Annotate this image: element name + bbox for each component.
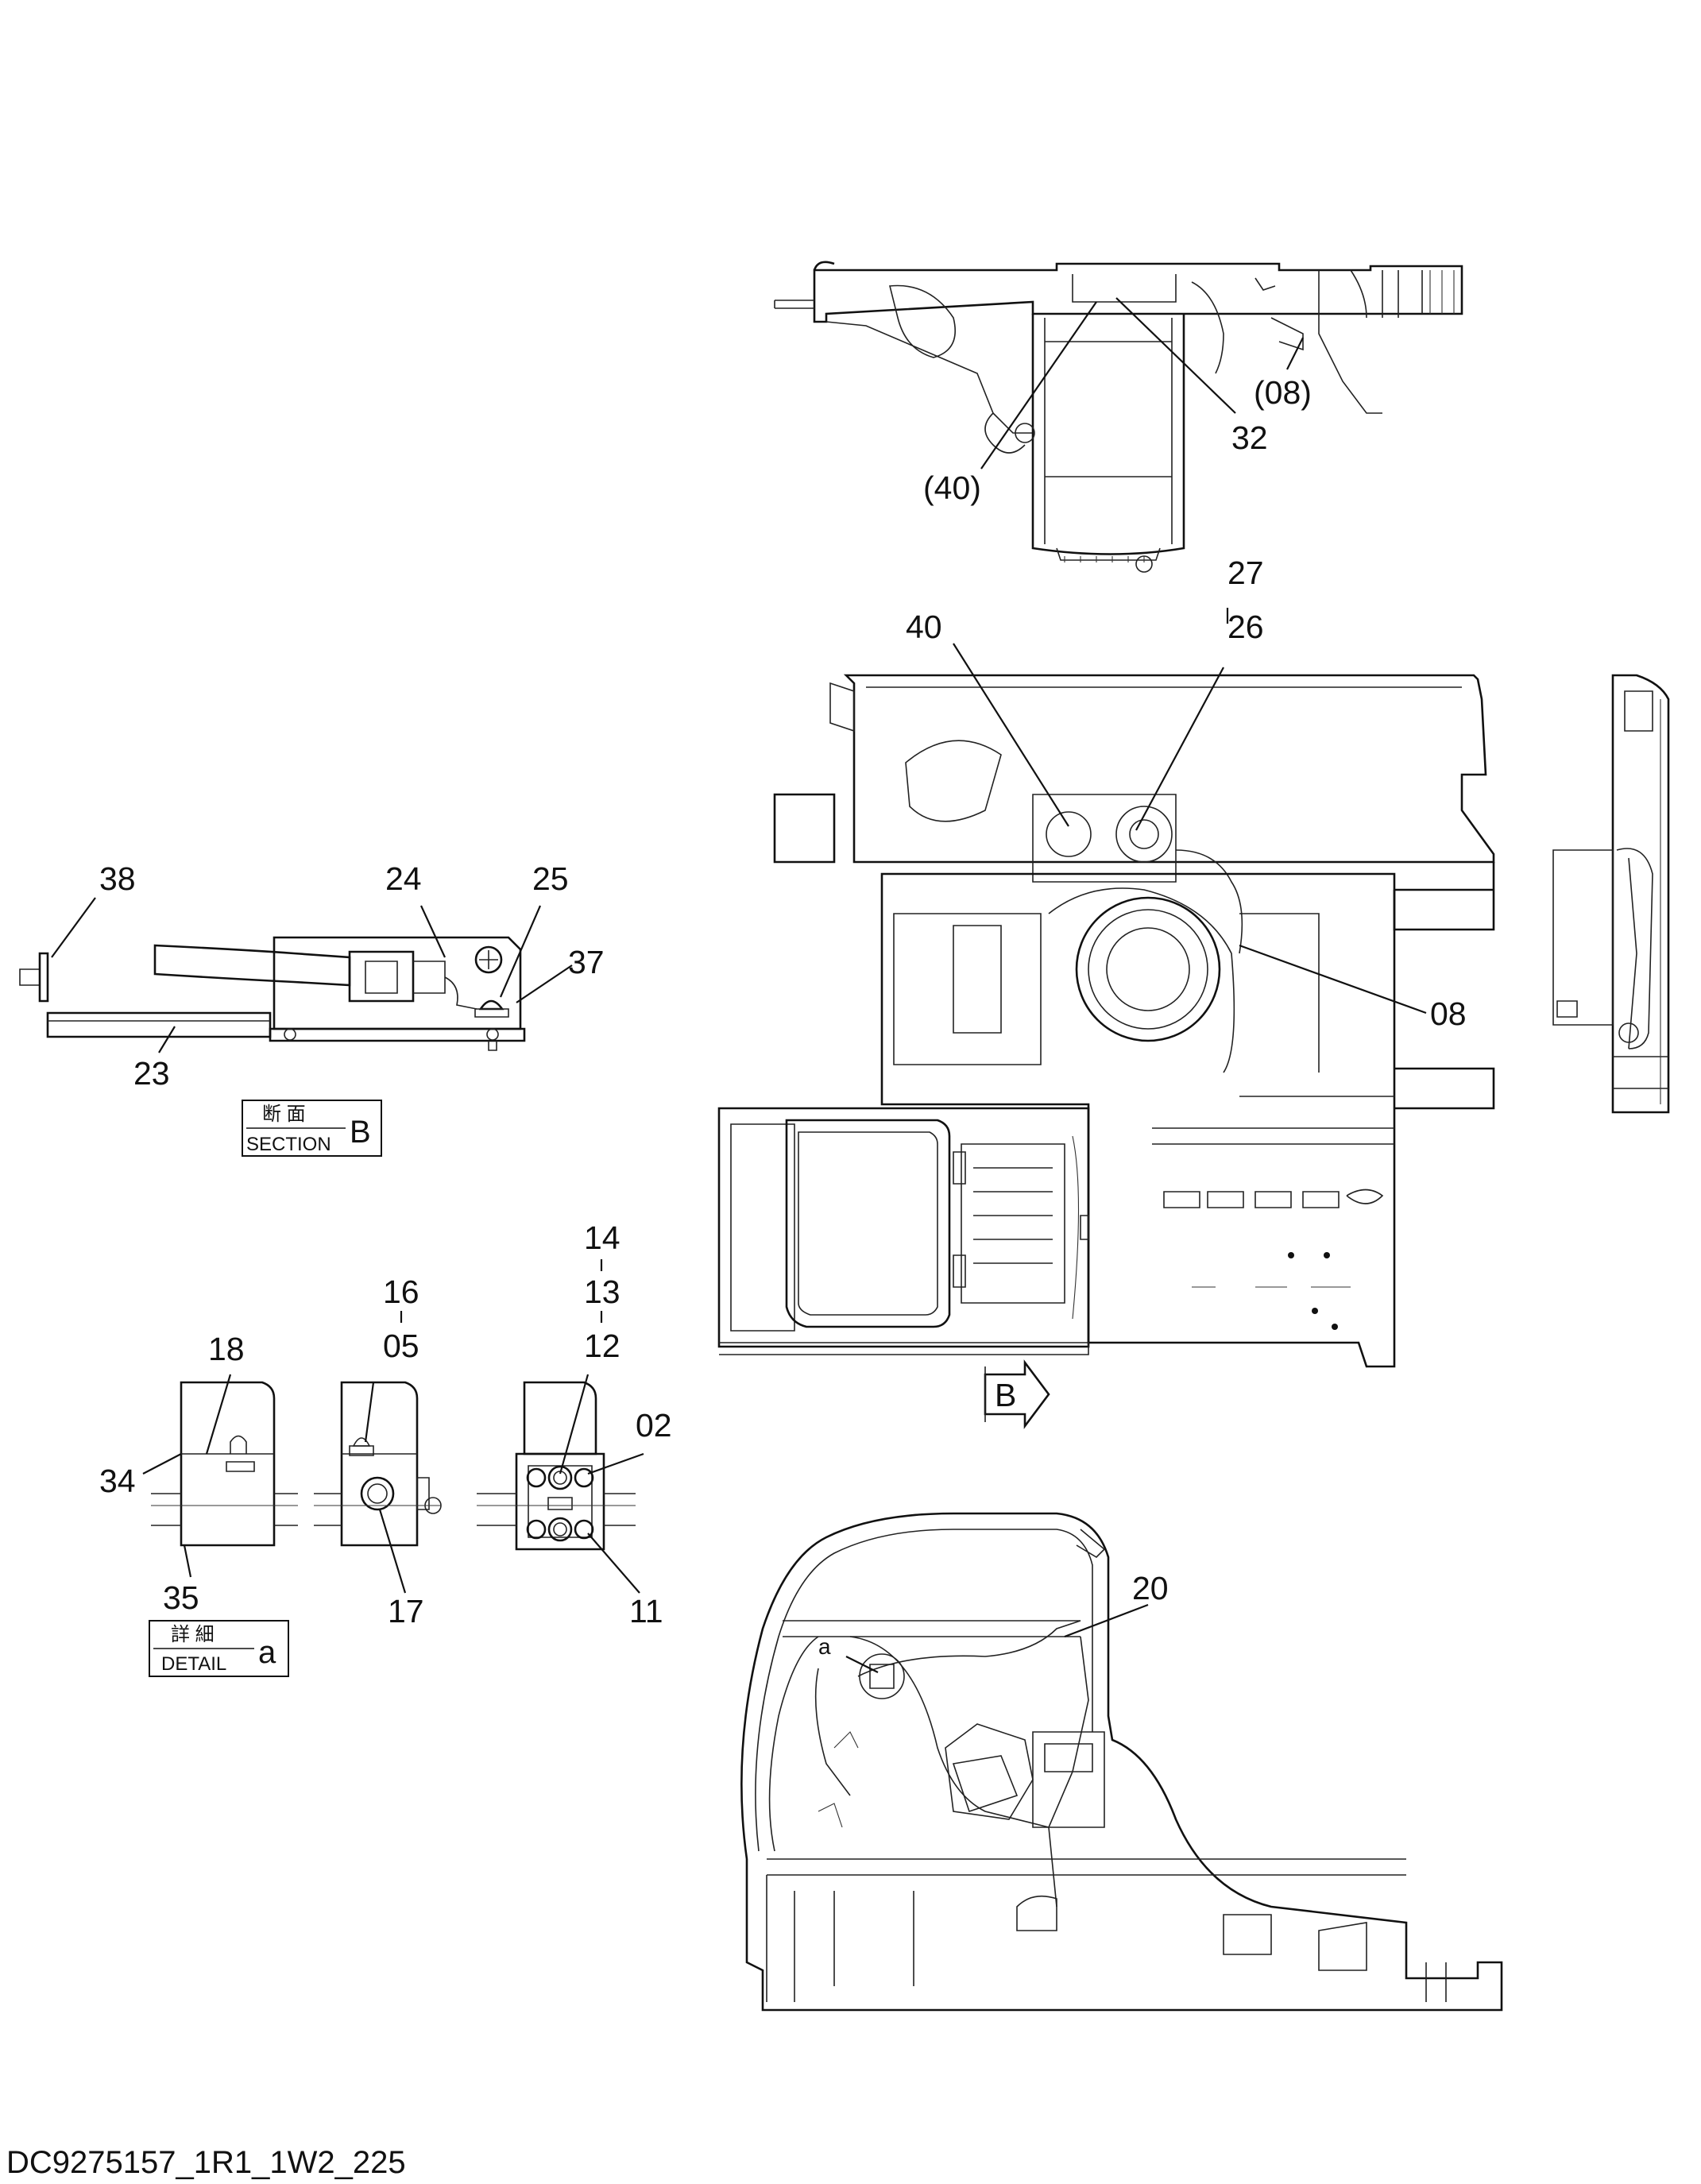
callout-05: 05 bbox=[383, 1328, 419, 1364]
detail-a-views bbox=[151, 1381, 636, 1551]
top-frame-view bbox=[774, 261, 1463, 573]
leader-lines bbox=[51, 297, 1427, 1673]
view-arrow-b: B bbox=[984, 1359, 1050, 1429]
detail-label-letter: a bbox=[258, 1635, 276, 1670]
callout-11: 11 bbox=[629, 1593, 663, 1629]
callout-numbers: (40) 32 (08) 27 26 40 08 38 24 25 37 23 … bbox=[99, 374, 1467, 1659]
section-label-box: 断 面 SECTION B bbox=[242, 1100, 382, 1157]
callout-20: 20 bbox=[1132, 1570, 1169, 1606]
callout-25: 25 bbox=[532, 860, 569, 897]
callout-38: 38 bbox=[99, 860, 136, 897]
callout-14: 14 bbox=[584, 1220, 620, 1256]
callout-24: 24 bbox=[385, 860, 422, 897]
callout-12: 12 bbox=[584, 1328, 620, 1364]
bottom-side-view bbox=[740, 1512, 1503, 2012]
section-label-en: SECTION bbox=[246, 1134, 331, 1155]
side-view-right bbox=[1552, 674, 1670, 1114]
callout-08: 08 bbox=[1430, 995, 1467, 1032]
detail-label-jp: 詳 細 bbox=[171, 1624, 215, 1645]
callout-23: 23 bbox=[133, 1055, 170, 1092]
section-label-jp: 断 面 bbox=[262, 1104, 306, 1125]
callout-37: 37 bbox=[568, 944, 605, 980]
callout-26: 26 bbox=[1227, 609, 1264, 645]
callout-34: 34 bbox=[99, 1463, 136, 1499]
callout-13: 13 bbox=[584, 1274, 620, 1310]
document-id: DC9275157_1R1_1W2_225 bbox=[6, 2145, 406, 2180]
detail-label-en: DETAIL bbox=[161, 1653, 226, 1675]
callout-16: 16 bbox=[383, 1274, 419, 1310]
callout-a: a bbox=[818, 1634, 831, 1659]
section-label-letter: B bbox=[350, 1115, 371, 1150]
callout-08-paren: (08) bbox=[1254, 374, 1312, 411]
callout-17: 17 bbox=[388, 1593, 424, 1629]
callout-40: 40 bbox=[906, 609, 942, 645]
callout-35: 35 bbox=[163, 1579, 199, 1616]
callout-18: 18 bbox=[208, 1331, 245, 1367]
callout-32: 32 bbox=[1231, 419, 1268, 456]
callout-27: 27 bbox=[1227, 555, 1264, 591]
callout-40-paren-top: (40) bbox=[923, 470, 981, 506]
view-arrow-letter: B bbox=[995, 1377, 1016, 1413]
callout-02: 02 bbox=[636, 1407, 672, 1444]
main-plan-view bbox=[717, 674, 1495, 1368]
section-b-detail bbox=[19, 936, 526, 1051]
detail-label-box: 詳 細 DETAIL a bbox=[149, 1620, 289, 1677]
